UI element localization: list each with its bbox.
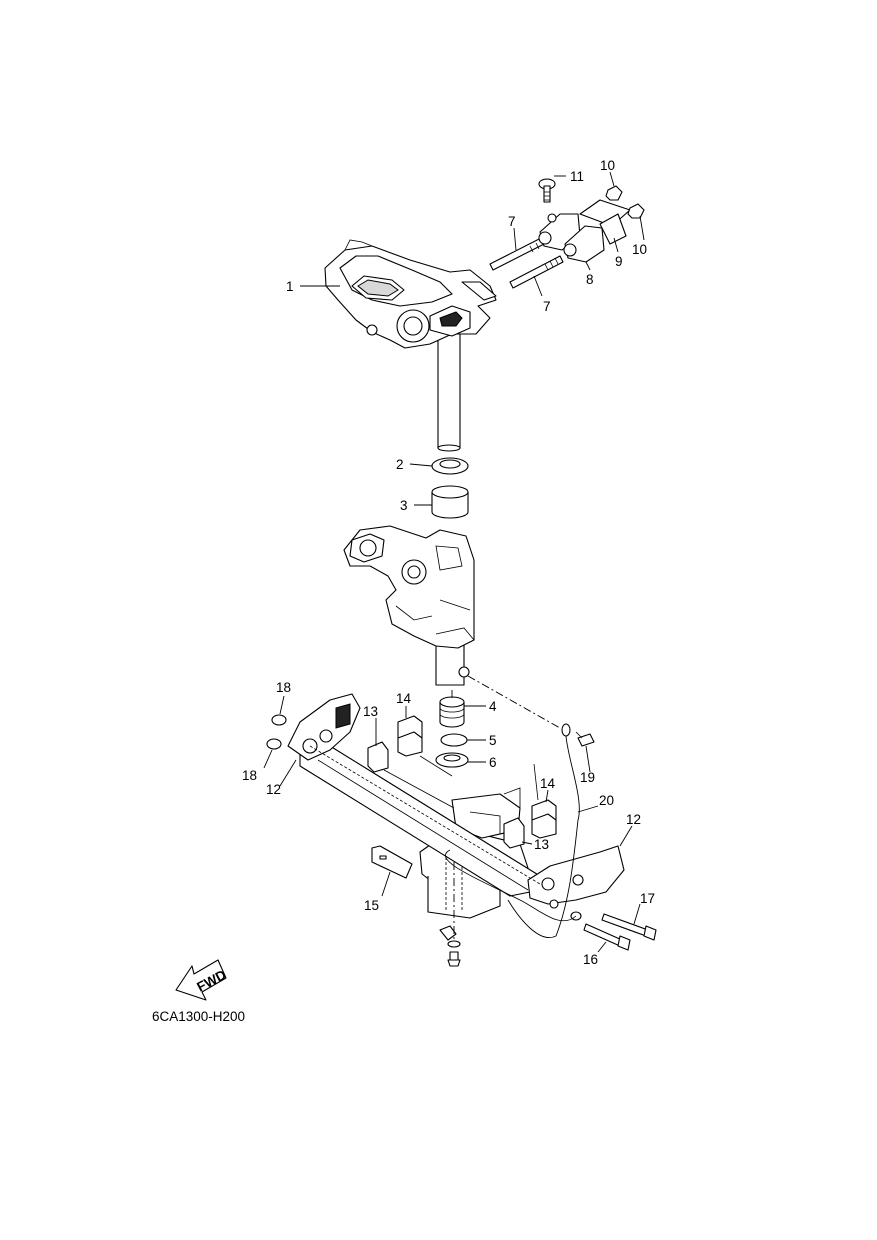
callout-20: 20: [599, 793, 614, 808]
callout-10-right: 10: [632, 242, 647, 257]
pad-part-13: [367, 741, 525, 849]
callout-19: 19: [580, 770, 595, 785]
pad-part-14: [397, 715, 557, 839]
seal-part-6: [435, 752, 469, 768]
callout-3: 3: [400, 498, 408, 513]
plate-part-9: [579, 199, 631, 245]
callout-14-left: 14: [396, 691, 412, 706]
callout-5: 5: [489, 733, 497, 748]
washer-part-2: [431, 457, 469, 475]
callout-17: 17: [640, 891, 655, 906]
callout-18-bottom: 18: [242, 768, 257, 783]
callout-18-top: 18: [276, 680, 291, 695]
callout-16: 16: [583, 952, 598, 967]
bolt-part-16: [583, 923, 631, 951]
callout-12-right: 12: [626, 812, 641, 827]
bolt-part-19: [575, 731, 595, 747]
callout-15: 15: [364, 898, 379, 913]
steering-bracket-part-1: [324, 239, 497, 452]
callout-4: 4: [489, 699, 497, 714]
plate-part-15: [371, 845, 413, 879]
callout-10-upper: 10: [600, 158, 615, 173]
clamp-bracket-part-12: [287, 693, 625, 909]
callout-7-lower: 7: [543, 299, 551, 314]
fwd-arrow: FWD: [175, 959, 229, 1001]
swivel-bracket: [343, 525, 475, 686]
callout-13-right: 13: [534, 837, 549, 852]
bolt-part-11: [538, 178, 556, 203]
assembly-lines: [309, 675, 577, 940]
bushing-part-4: [439, 696, 465, 728]
bolt-part-17: [601, 913, 657, 941]
callout-8: 8: [586, 272, 594, 287]
callout-7-upper: 7: [508, 214, 516, 229]
callout-14-right: 14: [540, 776, 556, 791]
callout-labels: 1 2 3 4 5 6 7 7 8 9 10 10 11 12 12 13 13…: [242, 158, 655, 967]
bolt-lower: [439, 925, 461, 967]
callout-9: 9: [615, 254, 623, 269]
callout-6: 6: [489, 755, 497, 770]
o-ring-part-5: [440, 733, 468, 747]
clamp-part-8: [538, 213, 605, 263]
callout-2: 2: [396, 457, 404, 472]
bushing-part-3: [431, 485, 469, 519]
washer-part-18: [266, 714, 287, 750]
callout-11: 11: [570, 169, 584, 184]
drawing-code: 6CA1300-H200: [152, 1009, 245, 1024]
leader-lines: [263, 171, 645, 953]
callout-12-left: 12: [266, 782, 281, 797]
callout-13-left: 13: [363, 704, 378, 719]
callout-1: 1: [286, 279, 294, 294]
